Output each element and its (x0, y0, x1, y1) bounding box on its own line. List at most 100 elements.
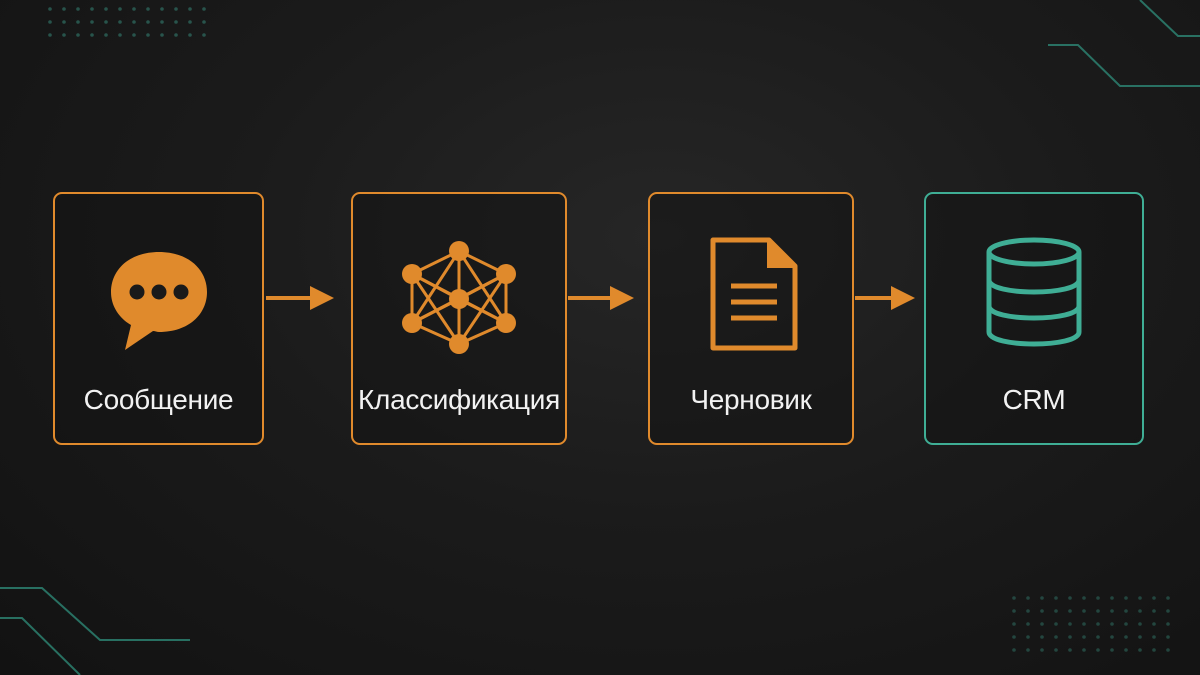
step-crm: CRM (924, 192, 1144, 445)
decor-dot (1082, 596, 1086, 600)
decor-dot (1166, 596, 1170, 600)
decor-dot (1054, 622, 1058, 626)
connector-arrow (266, 285, 334, 311)
decor-dot (1138, 596, 1142, 600)
circuit-lines-bottom-left (0, 587, 190, 675)
decor-dot (1054, 635, 1058, 639)
step-label: Черновик (690, 384, 812, 415)
decor-dot (1124, 622, 1128, 626)
decor-dot (48, 33, 52, 37)
decor-dot (1026, 622, 1030, 626)
decor-dot (132, 20, 136, 24)
decor-dot (90, 7, 94, 11)
circuit-lines-top-right (1048, 0, 1200, 87)
decor-dot (160, 33, 164, 37)
decor-dot (1040, 635, 1044, 639)
decor-dot (1110, 635, 1114, 639)
decor-dot (146, 20, 150, 24)
decor-dot (1152, 596, 1156, 600)
decor-dot (1152, 622, 1156, 626)
chat-bubble-icon (99, 234, 219, 354)
decor-dot (104, 7, 108, 11)
decor-dot (1110, 596, 1114, 600)
decor-dot (1096, 635, 1100, 639)
decor-dot (146, 7, 150, 11)
decor-dot (62, 7, 66, 11)
decor-dot (174, 7, 178, 11)
decor-dot (1096, 596, 1100, 600)
decor-dot (1068, 609, 1072, 613)
decor-dot (90, 20, 94, 24)
decor-dot (48, 20, 52, 24)
decor-dot (1166, 648, 1170, 652)
decor-dot (1138, 635, 1142, 639)
decor-dot (188, 7, 192, 11)
decor-dot (1082, 622, 1086, 626)
decor-dot (1040, 622, 1044, 626)
decor-dot (1026, 596, 1030, 600)
decor-dot (1110, 648, 1114, 652)
decor-dot (1040, 648, 1044, 652)
step-label: Классификация (358, 384, 560, 415)
decor-dot (1166, 609, 1170, 613)
decor-dot (1068, 596, 1072, 600)
decor-dot (1152, 609, 1156, 613)
decor-dot (1166, 635, 1170, 639)
decor-dot (160, 7, 164, 11)
decor-dot (188, 33, 192, 37)
decor-dot (1152, 635, 1156, 639)
decor-dot (1082, 648, 1086, 652)
decor-dot (1026, 648, 1030, 652)
decor-dot (1012, 635, 1016, 639)
dot-grid-top-left (48, 7, 206, 37)
decor-dot (1026, 635, 1030, 639)
decor-dot (1040, 609, 1044, 613)
decor-dot (118, 20, 122, 24)
decor-dot (90, 33, 94, 37)
decor-dot (146, 33, 150, 37)
decor-dot (76, 7, 80, 11)
decor-dot (1012, 609, 1016, 613)
step-label: CRM (1002, 384, 1066, 415)
decor-dot (1138, 648, 1142, 652)
decor-dot (62, 20, 66, 24)
decor-dot (1082, 609, 1086, 613)
decor-dot (1012, 622, 1016, 626)
decor-dot (1068, 622, 1072, 626)
decor-dot (1012, 648, 1016, 652)
decor-dot (1096, 648, 1100, 652)
decor-dot (1096, 622, 1100, 626)
decor-dot (188, 20, 192, 24)
decor-dot (1138, 622, 1142, 626)
decor-dot (1040, 596, 1044, 600)
decor-dot (1124, 635, 1128, 639)
connector-arrow (568, 285, 634, 311)
document-icon (691, 234, 811, 354)
decor-dot (1152, 648, 1156, 652)
decor-dot (174, 33, 178, 37)
decor-dot (1096, 609, 1100, 613)
connector-arrow (855, 285, 915, 311)
dot-grid-bottom-right (1012, 596, 1170, 652)
decor-dot (1138, 609, 1142, 613)
decor-dot (1166, 622, 1170, 626)
step-classification: Классификация (351, 192, 567, 445)
step-label: Сообщение (83, 384, 234, 415)
decor-dot (132, 7, 136, 11)
decor-dot (1124, 648, 1128, 652)
decor-dot (1124, 596, 1128, 600)
decor-dot (1110, 609, 1114, 613)
decor-dot (1082, 635, 1086, 639)
decor-dot (132, 33, 136, 37)
decor-dot (76, 33, 80, 37)
decor-dot (1012, 596, 1016, 600)
decor-dot (1068, 635, 1072, 639)
step-draft: Черновик (648, 192, 854, 445)
step-message: Сообщение (53, 192, 264, 445)
database-icon (974, 234, 1094, 354)
decor-dot (174, 20, 178, 24)
decor-dot (160, 20, 164, 24)
decor-dot (1054, 596, 1058, 600)
decor-dot (1110, 622, 1114, 626)
